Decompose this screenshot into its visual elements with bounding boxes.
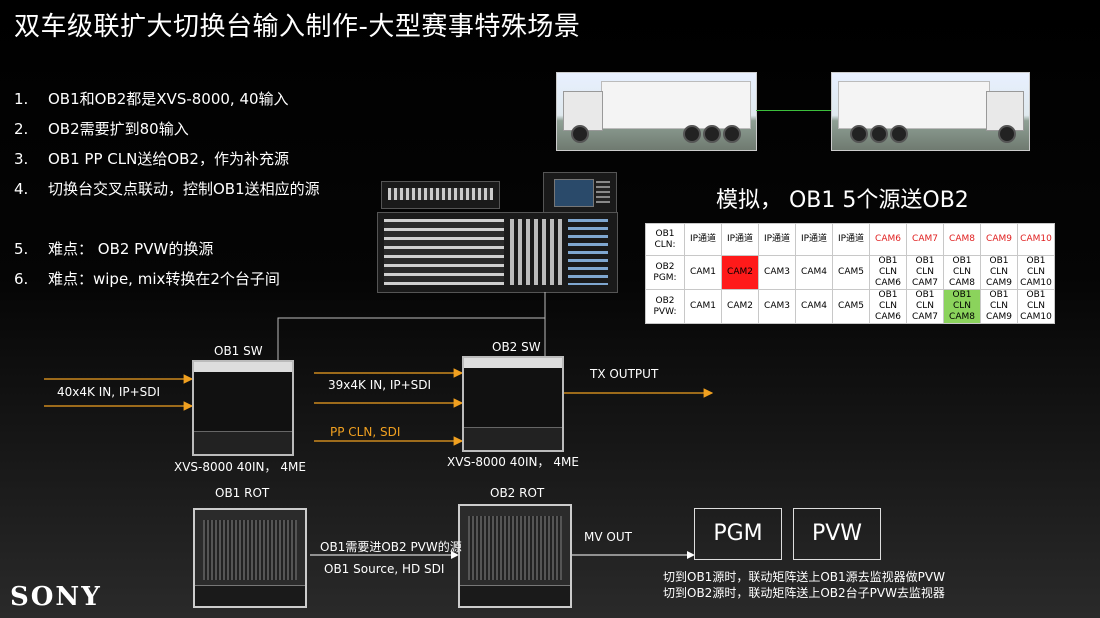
ob2-rot-label: OB2 ROT [490, 486, 545, 500]
table-cell: OB1 CLN CAM9 [980, 255, 1018, 290]
ob1-router-image [193, 508, 307, 608]
ob2-sw-label: OB2 SW [492, 340, 541, 354]
table-cell: OB1 CLN CAM7 [906, 289, 944, 324]
table-cell: CAM5 [832, 289, 870, 324]
note-ob1: 切到OB1源时，联动矩阵送上OB1源去监视器做PVW [663, 570, 945, 584]
rot-source-label: OB1 Source, HD SDI [324, 562, 445, 576]
ob2-switcher-frame [462, 356, 564, 452]
slide-title: 双车级联扩大切换台输入制作-大型赛事特殊场景 [14, 12, 581, 42]
table-row: OB2 PVW: CAM1 CAM2 CAM3 CAM4 CAM5 OB1 CL… [645, 289, 1055, 324]
point-item: 2.OB2需要扩到80输入 [14, 120, 189, 138]
ob1-model-label: XVS-8000 40IN， 4ME [174, 460, 306, 474]
table-cell: OB1 CLN CAM10 [1017, 255, 1055, 290]
ob1-sw-label: OB1 SW [214, 344, 263, 358]
simulation-title: 模拟， OB1 5个源送OB2 [716, 188, 969, 213]
table-cell: CAM1 [684, 255, 722, 290]
point-item: 6.难点：wipe, mix转换在2个台子间 [14, 270, 280, 288]
table-cell: OB1 CLN CAM8 [943, 255, 981, 290]
table-cell: IP通道 [832, 223, 870, 256]
table-cell: OB1 CLN CAM6 [869, 255, 907, 290]
point-item: 1.OB1和OB2都是XVS-8000, 40输入 [14, 90, 289, 108]
pvw-monitor: PVW [793, 508, 881, 560]
point-item: 3.OB1 PP CLN送给OB2，作为补充源 [14, 150, 289, 168]
table-cell: IP通道 [758, 223, 796, 256]
table-cell: CAM2 [721, 289, 759, 324]
ob2-model-label: XVS-8000 40IN， 4ME [447, 455, 579, 469]
input-label: 40x4K IN, IP+SDI [57, 385, 161, 399]
table-cell: CAM3 [758, 255, 796, 290]
ob1-truck-image [556, 72, 757, 151]
table-cell: OB1 CLN CAM6 [869, 289, 907, 324]
control-panel-module [381, 181, 500, 209]
table-cell: IP通道 [684, 223, 722, 256]
ob2-router-image [458, 504, 572, 608]
truck-link-line [756, 110, 832, 111]
control-line-ob1 [277, 292, 546, 360]
table-cell: CAM10 [1017, 223, 1055, 256]
table-cell: OB1 CLN CAM10 [1017, 289, 1055, 324]
pgm-monitor: PGM [694, 508, 782, 560]
control-panel-main [377, 212, 618, 293]
table-cell: CAM5 [832, 255, 870, 290]
pp-clean-label: PP CLN, SDI [330, 425, 401, 439]
table-cell: CAM3 [758, 289, 796, 324]
ob1-switcher-frame [192, 360, 294, 456]
point-item: 4.切换台交叉点联动，控制OB1送相应的源 [14, 180, 320, 198]
tx-output-label: TX OUTPUT [590, 367, 659, 381]
table-row: OB2 PGM: CAM1 CAM2 CAM3 CAM4 CAM5 OB1 CL… [645, 255, 1055, 290]
control-panel-display [543, 172, 617, 214]
point-item: 5.难点： OB2 PVW的换源 [14, 240, 214, 258]
mv-out-label: MV OUT [584, 530, 632, 544]
row-label: OB2 PVW: [645, 289, 685, 324]
table-cell: CAM9 [980, 223, 1018, 256]
ob1-rot-label: OB1 ROT [215, 486, 270, 500]
ob2-truck-image [831, 72, 1030, 151]
table-cell: OB1 CLN CAM9 [980, 289, 1018, 324]
link-label: 39x4K IN, IP+SDI [328, 378, 432, 392]
table-cell: OB1 CLN CAM7 [906, 255, 944, 290]
note-ob2: 切到OB2源时，联动矩阵送上OB2台子PVW去监视器 [663, 586, 945, 600]
table-cell: CAM4 [795, 289, 833, 324]
table-cell-highlight: OB1 CLN CAM8 [943, 289, 981, 324]
simulation-table: OB1 CLN: IP通道 IP通道 IP通道 IP通道 IP通道 CAM6 C… [645, 223, 1055, 324]
table-cell: IP通道 [795, 223, 833, 256]
sony-logo: SONY [10, 582, 102, 612]
rot-link-label: OB1需要进OB2 PVW的源 [320, 540, 462, 554]
table-cell: CAM1 [684, 289, 722, 324]
